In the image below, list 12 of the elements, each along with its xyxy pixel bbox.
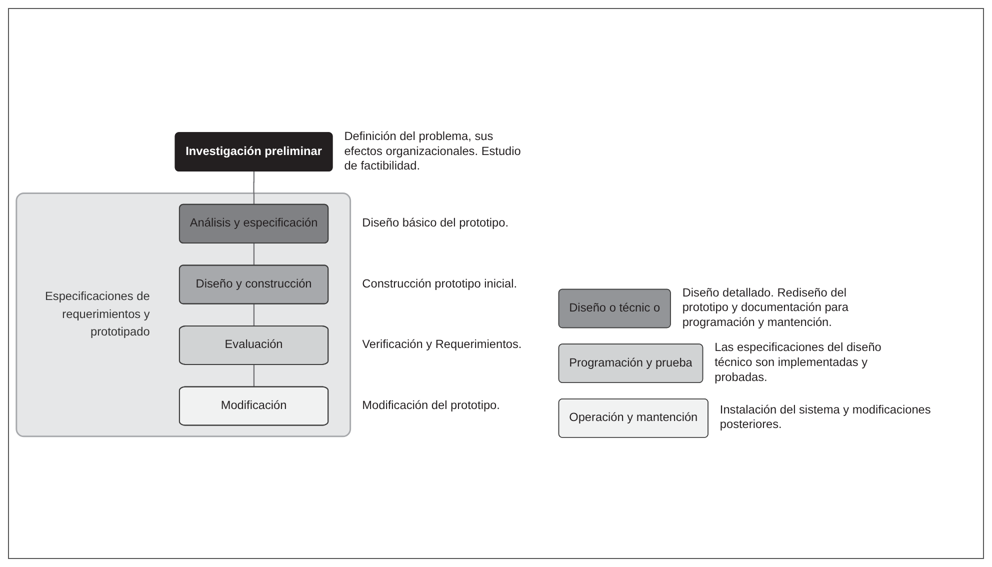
connector (253, 364, 255, 388)
description-text: Diseño detallado. Rediseño del prototipo y documentación para programación y mantención. (682, 286, 850, 331)
description-text: Diseño básico del prototipo. (362, 216, 509, 232)
description-text: Definición del problema, sus efectos organizacionales. Estudio de factibilidad. (344, 130, 522, 174)
description-text: Verificación y Requerimientos. (362, 338, 522, 353)
connector (253, 170, 255, 206)
description-text: Construcción prototipo inicial. (362, 277, 518, 292)
description-text: Instalación del sistema y modificaciones posteriores. (720, 403, 932, 433)
connector (253, 242, 255, 266)
description-text: Modificación del prototipo. (362, 398, 500, 414)
connector (253, 304, 255, 327)
description-text: Las especificaciones del diseño técnico son implementadas y probadas. (714, 341, 882, 386)
